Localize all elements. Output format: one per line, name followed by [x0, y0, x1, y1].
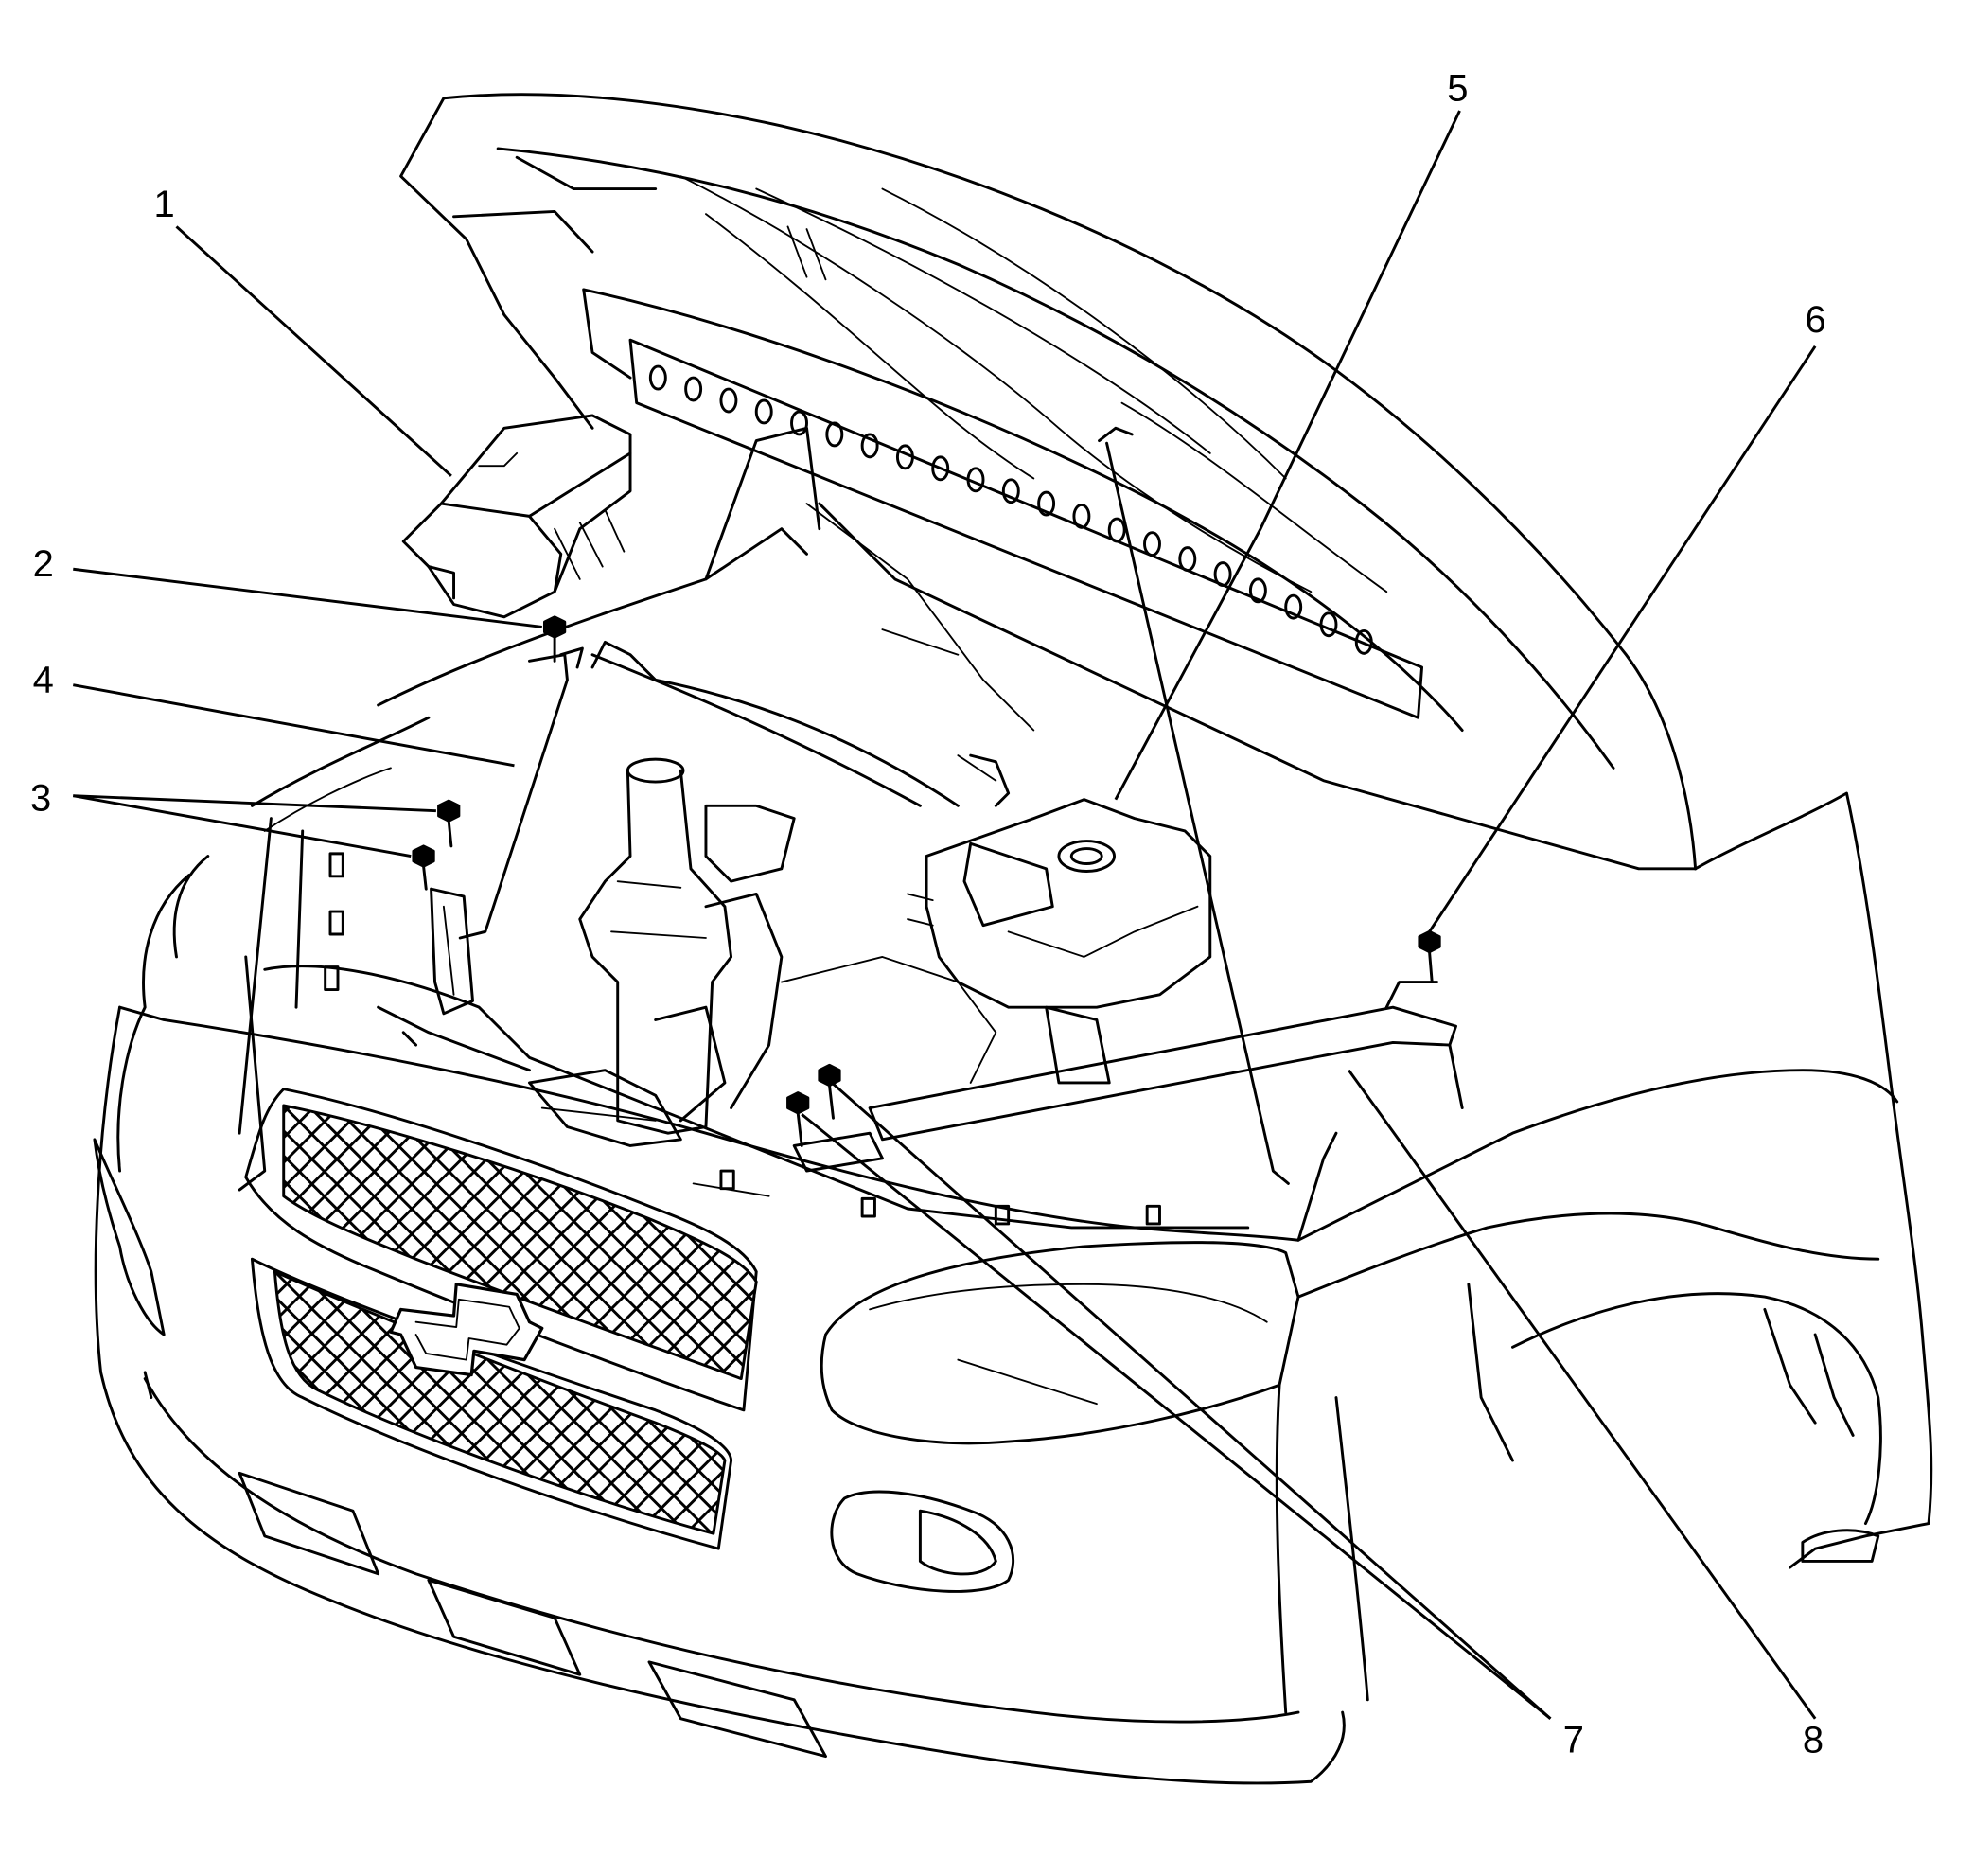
callout-leader-4 — [72, 683, 515, 768]
electronic-control-module — [401, 414, 632, 619]
fog-lamp — [830, 1490, 1015, 1593]
callout-leader-5 — [1114, 110, 1461, 801]
vehicle-front-illustration — [93, 93, 1933, 1785]
fastener-item-3-upper — [437, 799, 461, 848]
callout-leader-1 — [175, 225, 452, 477]
callout-label-3: 3 — [30, 778, 51, 820]
callout-label-4: 4 — [33, 660, 54, 701]
radiator-support — [263, 965, 1250, 1230]
callout-leader-3-2 — [73, 794, 412, 858]
callout-leader-7-1 — [831, 1081, 1552, 1720]
fastener-item-7-left — [786, 1091, 810, 1147]
grille — [244, 1088, 758, 1550]
hood-vent-row — [648, 364, 1373, 655]
callout-label-7: 7 — [1563, 1720, 1584, 1761]
washer-fluid-reservoir — [578, 757, 784, 1135]
coolant-reservoir — [907, 798, 1212, 1009]
front-bumper — [93, 955, 1346, 1785]
hood-latch-bracket — [430, 887, 474, 1016]
callout-leader-7-2 — [801, 1113, 1552, 1720]
brace-end-bracket — [792, 1131, 884, 1173]
callout-leader-6 — [1428, 345, 1817, 933]
left-fender — [116, 716, 431, 1173]
hood — [399, 93, 1698, 871]
right-fender — [1275, 791, 1933, 1714]
engine-components — [527, 804, 1111, 1147]
callout-leader-8 — [1348, 1069, 1817, 1720]
engine-bay — [377, 426, 1698, 871]
strut-brace — [868, 981, 1464, 1142]
hood-prop-rod — [1098, 426, 1290, 1185]
callout-label-1: 1 — [154, 184, 175, 225]
fastener-item-3-lower — [412, 844, 435, 891]
callout-label-6: 6 — [1806, 299, 1826, 341]
right-headlamp — [820, 1241, 1300, 1445]
hood-latch-support — [458, 646, 584, 940]
fastener-item-7-right — [818, 1063, 841, 1120]
callout-leaders — [72, 110, 1817, 1720]
fastener-item-6 — [1418, 929, 1441, 984]
callout-label-2: 2 — [33, 543, 54, 585]
callout-leader-2 — [73, 567, 542, 628]
callout-leader-3-1 — [73, 794, 436, 813]
callout-label-8: 8 — [1803, 1720, 1824, 1761]
callout-labels: 1 2 3 4 5 6 7 8 — [30, 67, 1826, 1761]
callout-label-5: 5 — [1447, 67, 1468, 109]
